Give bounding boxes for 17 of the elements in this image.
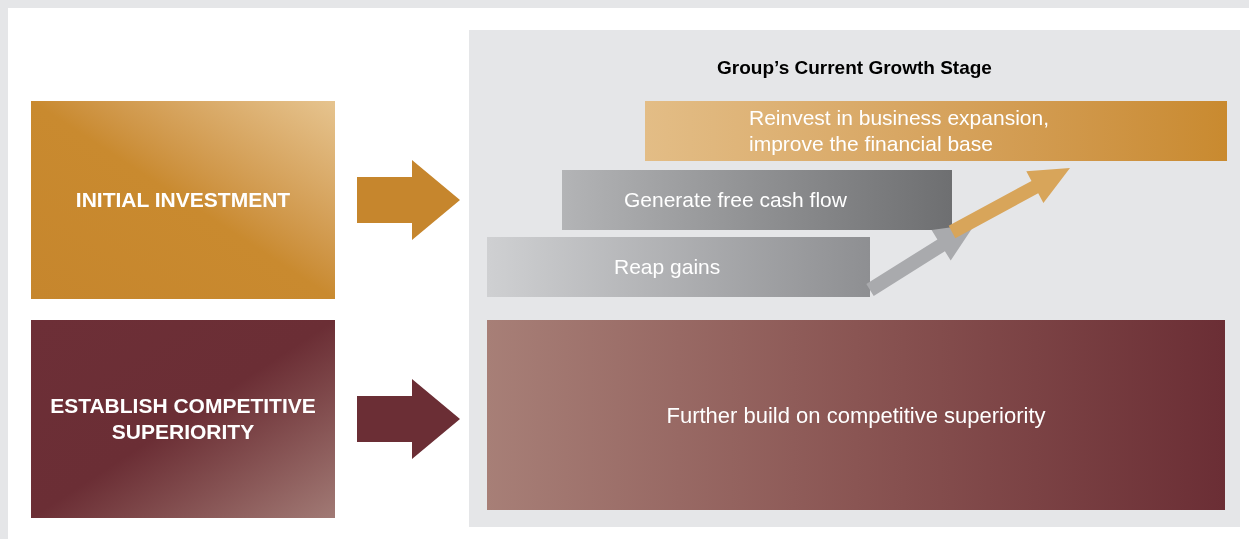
block-arrow	[357, 379, 460, 459]
process-box	[31, 101, 335, 299]
step-bar	[487, 237, 870, 297]
arrow	[948, 168, 1070, 239]
node-label: Group’s Current Growth Stage	[717, 56, 992, 80]
node-label: ESTABLISH COMPETITIVE SUPERIORITY	[49, 392, 317, 445]
stage-panel	[469, 30, 1240, 527]
step-bar	[645, 101, 1227, 161]
node-label: INITIAL INVESTMENT	[75, 187, 291, 214]
node-label: Reinvest in business expansion, improve the financial base	[749, 104, 1050, 157]
step-bar	[562, 170, 952, 230]
block-arrow	[357, 160, 460, 240]
node-label: Generate free cash flow	[624, 187, 847, 214]
process-box	[487, 320, 1225, 510]
node-label: Reap gains	[614, 254, 721, 281]
process-box	[31, 320, 335, 518]
node-label: Further build on competitive superiority	[666, 401, 1046, 430]
